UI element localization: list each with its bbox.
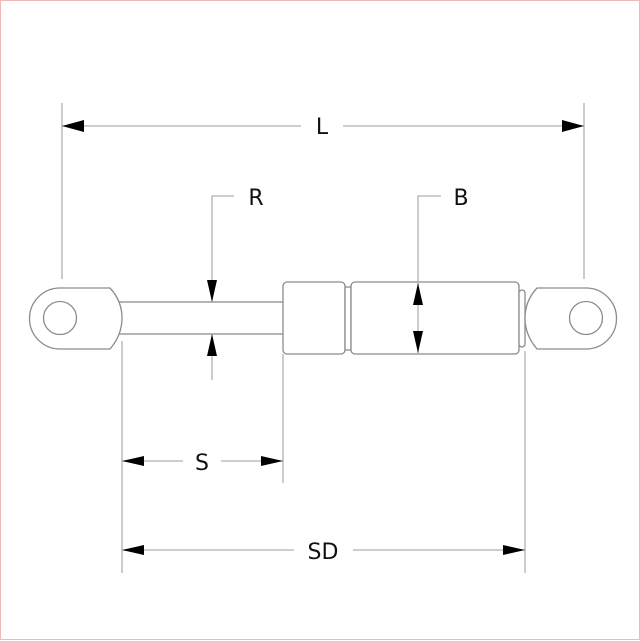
leader-line-R xyxy=(211,195,234,301)
gas-spring xyxy=(28,281,618,355)
arrowhead-left-icon xyxy=(62,120,84,132)
label-R: R xyxy=(248,186,263,211)
cylinder-section-front xyxy=(282,281,346,355)
arrowhead-up-icon xyxy=(207,334,217,356)
label-L: L xyxy=(316,115,329,140)
arrowhead-right-icon xyxy=(261,456,283,466)
label-B: B xyxy=(453,186,468,211)
right-eyelet-hole xyxy=(568,300,604,336)
dimension-R: R xyxy=(207,186,264,380)
arrowhead-right-icon xyxy=(562,120,584,132)
dimension-L: L xyxy=(61,103,585,279)
arrowhead-right-icon xyxy=(503,545,525,555)
cylinder-section-rear xyxy=(350,281,520,355)
piston-rod xyxy=(118,301,286,335)
arrowhead-up-icon xyxy=(413,283,423,305)
arrowhead-down-icon xyxy=(207,280,217,302)
cylinder-ring xyxy=(344,286,352,351)
label-SD: SD xyxy=(308,540,339,565)
left-eyelet-hole xyxy=(42,300,78,336)
arrowhead-left-icon xyxy=(122,545,144,555)
dimension-SD: SD xyxy=(122,351,526,573)
arrowhead-down-icon xyxy=(413,331,423,353)
label-S: S xyxy=(195,451,209,476)
dimension-B: B xyxy=(413,186,469,354)
dimension-S: S xyxy=(121,341,284,573)
cylinder-end-cap xyxy=(518,289,526,348)
arrowhead-left-icon xyxy=(122,456,144,466)
